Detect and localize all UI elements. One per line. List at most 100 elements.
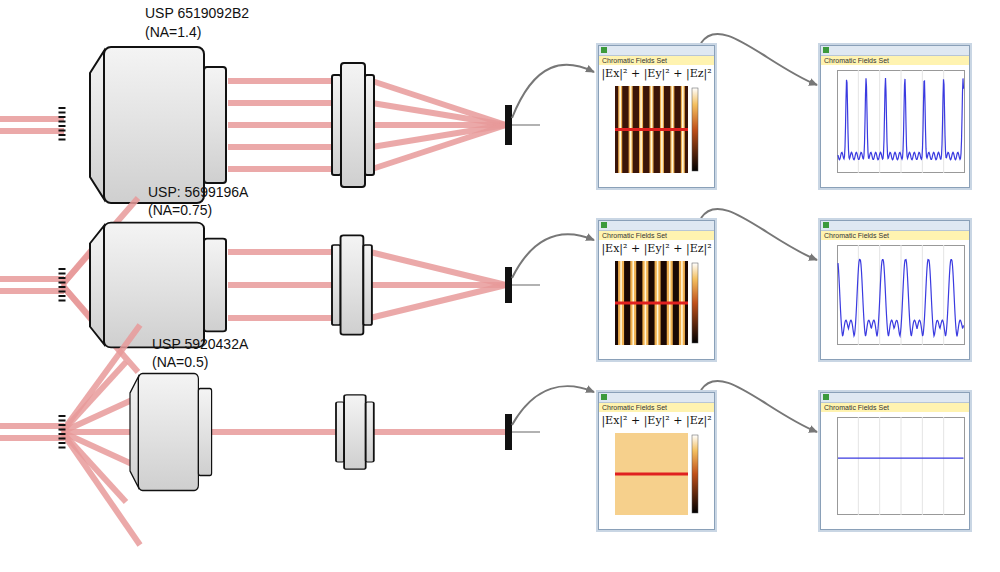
beams: [62, 362, 126, 432]
colorbar: [692, 88, 698, 171]
beams: [370, 285, 506, 318]
title-bar: [821, 393, 969, 403]
title-bar: [821, 46, 969, 56]
beams: [0, 325, 506, 545]
field-image: [615, 433, 710, 515]
field-profile: [837, 417, 977, 515]
window-caption: Chromatic Fields Set: [599, 231, 714, 240]
window-caption: Chromatic Fields Set: [821, 56, 969, 65]
patent-label: USP 5920432A: [152, 336, 248, 353]
tube-lens: [336, 395, 374, 469]
grating: [59, 107, 66, 143]
cut-line: [615, 302, 688, 305]
profile-window: Chromatic Fields Set: [820, 220, 970, 360]
beams: [228, 78, 332, 84]
plot-frame: [838, 71, 965, 173]
field-equation: |Ex|² + |Ey|² + |Ez|²: [599, 414, 714, 428]
pointer-arrow: [512, 65, 594, 118]
objective-lens: [130, 374, 212, 491]
grid-line: [858, 417, 859, 515]
objective-lens: [90, 47, 226, 203]
image-window: Chromatic Fields Set |Ex|² + |Ey|² + |Ez|…: [598, 392, 715, 530]
window-caption: Chromatic Fields Set: [599, 403, 714, 412]
grid-line: [901, 417, 902, 515]
title-bar: [599, 46, 714, 56]
beams: [228, 282, 332, 288]
patent-label: USP: 5699196A: [148, 184, 248, 201]
window-icon: [601, 47, 607, 53]
image-window: Chromatic Fields Set |Ex|² + |Ey|² + |Ez|…: [598, 45, 715, 188]
window-caption: Chromatic Fields Set: [821, 403, 969, 412]
connector-arrow: [701, 209, 817, 260]
grating: [59, 415, 66, 449]
field-profile: [837, 245, 977, 345]
connector-arrow: [701, 34, 817, 85]
grid-line: [943, 417, 944, 515]
patent-label: (NA=0.75): [148, 202, 212, 219]
window-caption: Chromatic Fields Set: [599, 56, 714, 65]
patent-label: (NA=1.4): [145, 24, 201, 41]
screen: [505, 105, 512, 145]
axis-line: [512, 124, 540, 126]
beams: [372, 81, 506, 125]
beams: [372, 103, 506, 125]
beams: [0, 276, 64, 282]
grid-line: [922, 417, 923, 515]
axis-line: [512, 431, 540, 433]
beams: [370, 252, 506, 285]
beams: [62, 432, 140, 545]
colorbar: [692, 263, 698, 343]
beams: [228, 100, 332, 106]
grating: [59, 268, 66, 302]
beams: [62, 325, 140, 432]
title-bar: [599, 393, 714, 403]
tube-lens: [332, 235, 372, 334]
plot-frame: [838, 418, 965, 515]
cut-line: [615, 473, 688, 476]
beams: [0, 116, 64, 122]
field-equation: |Ex|² + |Ey|² + |Ez|²: [599, 242, 714, 256]
patent-label: (NA=0.5): [152, 354, 208, 371]
patent-label: USP 6519092B2: [145, 5, 249, 22]
beams: [228, 122, 332, 128]
axis-line: [512, 284, 540, 286]
field-image: [615, 86, 710, 173]
beams: [62, 400, 132, 432]
connector-arrow: [701, 381, 817, 432]
beams: [0, 435, 64, 441]
tube-lens: [332, 63, 374, 187]
beams: [228, 315, 332, 321]
beams: [372, 125, 506, 169]
beams: [228, 249, 332, 255]
image-window: Chromatic Fields Set |Ex|² + |Ey|² + |Ez|…: [598, 220, 715, 360]
beams: [0, 198, 506, 372]
title-bar: [599, 221, 714, 231]
title-bar: [821, 221, 969, 231]
beams: [372, 125, 506, 147]
profile-window: Chromatic Fields Set: [820, 392, 970, 530]
profile-curve: [838, 78, 964, 160]
profile-curve: [838, 458, 964, 459]
window-caption: Chromatic Fields Set: [821, 231, 969, 240]
beams: [0, 288, 64, 294]
grid-line: [879, 417, 880, 515]
beams: [62, 432, 132, 464]
screen: [505, 414, 512, 450]
cut-line: [615, 128, 688, 131]
beams: [62, 429, 132, 435]
screen: [505, 267, 512, 303]
intensity-map: [615, 261, 688, 345]
beams: [228, 144, 332, 150]
window-icon: [601, 222, 607, 228]
field-equation: |Ex|² + |Ey|² + |Ez|²: [599, 67, 714, 81]
beams: [62, 432, 126, 502]
window-icon: [601, 394, 607, 400]
beams: [0, 81, 506, 169]
pointer-arrow: [512, 234, 594, 278]
beams: [228, 166, 332, 172]
plot-frame: [838, 246, 965, 345]
field-image: [615, 261, 710, 345]
intensity-map: [615, 86, 688, 173]
objective-lens: [90, 223, 226, 348]
profile-curve: [838, 260, 964, 337]
